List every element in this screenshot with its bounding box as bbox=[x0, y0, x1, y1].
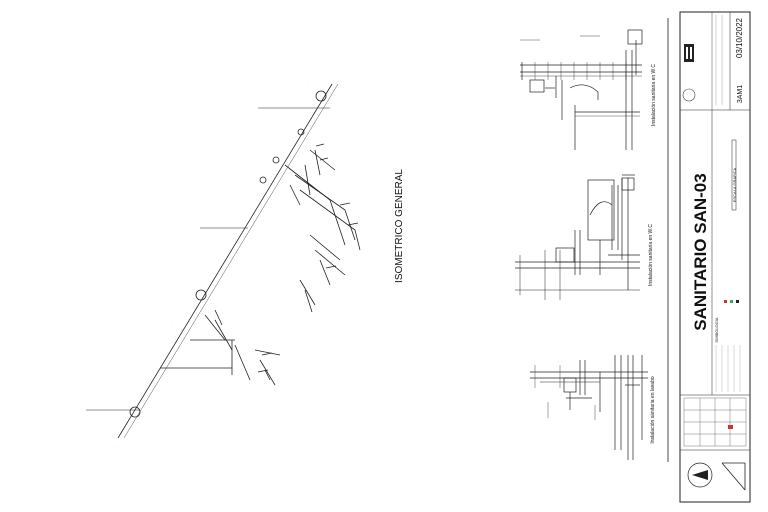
legend-symbol-red bbox=[724, 300, 727, 303]
lavabo-detail-caption: Instalación sanitaria en lavabo bbox=[650, 376, 656, 443]
wc-detail-middle bbox=[515, 174, 640, 300]
isometric-general-drawing bbox=[86, 83, 361, 439]
svg-text:·: · bbox=[169, 325, 173, 326]
isometric-annotations: · · · bbox=[115, 81, 309, 448]
isometric-title: ISOMETRICO GENERAL bbox=[394, 169, 405, 283]
graphic-scale-bar bbox=[731, 139, 737, 211]
legend-label: SIMBOLOGIA bbox=[714, 317, 719, 342]
svg-text:·: · bbox=[305, 81, 309, 82]
wc-detail-top-caption: Instalación sanitaria en W.C bbox=[651, 64, 657, 126]
firm-logo bbox=[721, 462, 746, 491]
svg-text:·: · bbox=[115, 447, 119, 448]
sheet-number: 3AM1 bbox=[737, 85, 744, 103]
title-block: 03/10/2022 3AM1 SANITARIO SAN-03 ESCALA … bbox=[679, 11, 751, 503]
legend-symbol-green bbox=[730, 300, 733, 303]
sheet-main-title: SANITARIO SAN-03 bbox=[691, 173, 710, 330]
scale-label: ESCALA GRAFICA bbox=[732, 167, 737, 202]
university-logo bbox=[684, 44, 694, 62]
legend-symbol-black bbox=[736, 300, 739, 303]
key-plan-map bbox=[683, 397, 747, 447]
wc-detail-middle-caption: Instalación sanitaria en W.C bbox=[648, 224, 654, 286]
north-arrow-icon bbox=[687, 462, 713, 488]
sheet-date: 03/10/2022 bbox=[735, 17, 744, 58]
lavabo-detail bbox=[530, 355, 648, 460]
university-seal bbox=[682, 88, 696, 102]
wc-detail-top bbox=[520, 29, 643, 150]
